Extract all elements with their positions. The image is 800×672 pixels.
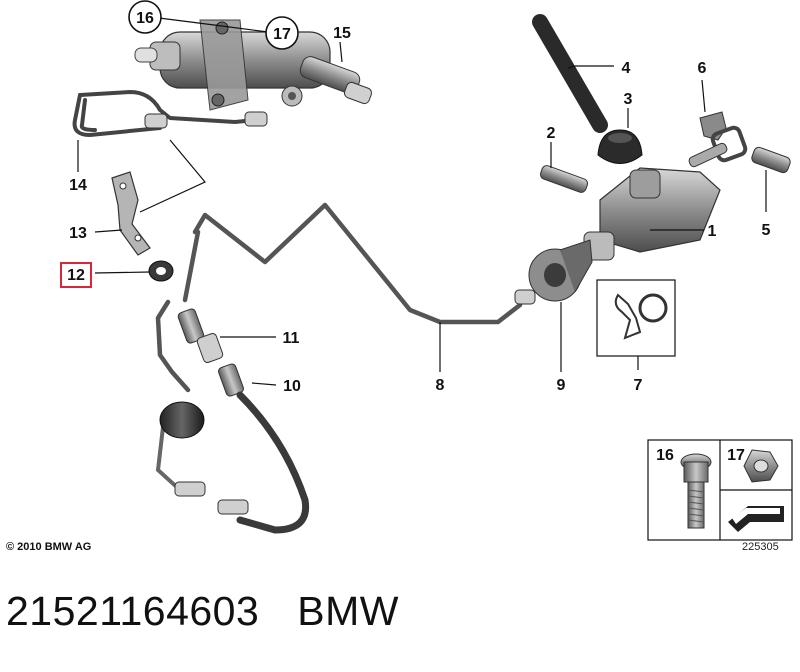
repair-kit-drawing: [596, 279, 676, 357]
highlight-box-12: [60, 262, 92, 288]
part-footer: 21521164603 BMW: [6, 588, 399, 635]
callout-8: 8: [436, 377, 445, 394]
rod-drawing: [532, 14, 608, 133]
hardware-inset: 16 17: [647, 439, 793, 541]
clip-drawing: [688, 111, 748, 168]
master-cylinder-drawing: [583, 167, 721, 261]
callout-6: 6: [698, 60, 707, 77]
seal-ring-drawing: [148, 260, 174, 282]
pipe-line-drawing: [155, 202, 536, 393]
callout-7: 7: [634, 377, 643, 394]
callout-10: 10: [283, 378, 301, 395]
callout-17: 17: [273, 26, 291, 43]
brand-name: BMW: [297, 588, 399, 634]
rubber-hose-drawing: [155, 391, 310, 534]
inset-label-17: 17: [727, 447, 745, 464]
callout-3: 3: [624, 91, 633, 108]
callout-2: 2: [547, 125, 556, 142]
hose-line-drawing: [72, 90, 268, 137]
callout-4: 4: [622, 60, 631, 77]
bracket-drawing: [111, 171, 151, 256]
callout-15: 15: [333, 25, 351, 42]
callout-14: 14: [69, 177, 87, 194]
bolt-drawing: [751, 146, 791, 174]
seal-cap-drawing: [528, 239, 593, 302]
part-number: 21521164603: [6, 588, 260, 634]
callout-13: 13: [69, 225, 87, 242]
fittings-drawing: [177, 308, 244, 397]
callout-5: 5: [762, 222, 771, 239]
pin-drawing: [539, 165, 589, 193]
diagram-id: 225305: [742, 541, 779, 553]
dust-cap-drawing: [597, 129, 643, 164]
callout-9: 9: [557, 377, 566, 394]
inset-label-16: 16: [656, 447, 674, 464]
callout-circle-17: [265, 16, 299, 50]
leader-lines: [77, 17, 767, 386]
callout-16: 16: [136, 10, 154, 27]
copyright-text: © 2010 BMW AG: [6, 541, 92, 553]
callout-1: 1: [708, 223, 717, 240]
callout-11: 11: [283, 330, 300, 347]
callout-circle-16: [128, 0, 162, 34]
callout-12: 12: [67, 267, 85, 284]
